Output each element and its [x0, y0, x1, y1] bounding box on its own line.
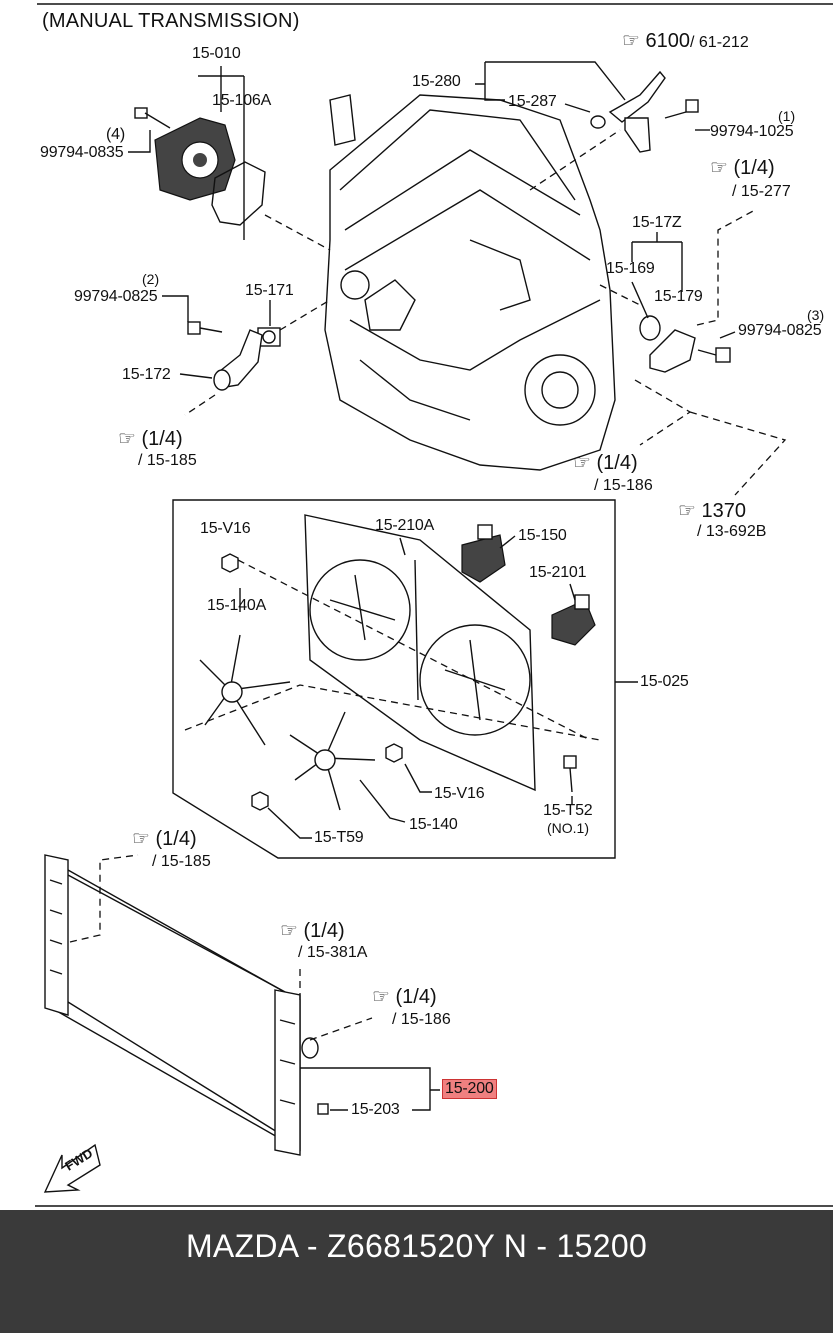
nut-15-V16-b — [385, 743, 403, 763]
label-no1: (NO.1) — [547, 820, 589, 836]
bolt-15-T52 — [563, 755, 577, 793]
fan-assembly-frame — [172, 499, 616, 859]
gasket-15-106A — [211, 161, 266, 226]
label-99794-0835: 99794-0835 — [40, 144, 124, 161]
fwd-arrow-icon — [43, 1143, 101, 1193]
ref-1370-num: 1370 — [701, 500, 747, 522]
pointing-hand-icon: ☞ — [573, 452, 591, 474]
label-qty-4: (4) — [106, 126, 125, 143]
ref-15-185-bottom-sub: / 15-185 — [152, 853, 211, 870]
ref-15-185-top-num: (1/4) — [141, 428, 183, 450]
ref-15-277[interactable]: ☞ (1/4) — [710, 155, 775, 180]
pointing-hand-icon: ☞ — [622, 30, 640, 52]
fan-blade-15-140 — [289, 711, 376, 811]
label-15-2101: 15-2101 — [529, 564, 587, 581]
ref-15-185-top-sub: / 15-185 — [138, 452, 197, 469]
engine-block — [324, 94, 616, 471]
ref-15-381A-sub: / 15-381A — [298, 944, 368, 961]
pointing-hand-icon: ☞ — [280, 920, 298, 942]
ref-15-186-top-num: (1/4) — [596, 452, 638, 474]
pointing-hand-icon: ☞ — [118, 428, 136, 450]
ref-15-186-bottom-sub: / 15-186 — [392, 1011, 451, 1028]
label-15-200-highlighted: 15-200 — [442, 1079, 497, 1099]
bolt-99794-0835 — [134, 107, 171, 129]
ref-1370[interactable]: ☞ 1370 — [678, 498, 746, 523]
ref-15-381A-num: (1/4) — [303, 920, 345, 942]
label-15-025: 15-025 — [640, 673, 689, 690]
pipe-15-280 — [590, 70, 699, 153]
nut-15-T59 — [251, 791, 269, 811]
label-15-010: 15-010 — [192, 45, 241, 62]
parts-diagram — [35, 3, 833, 1207]
label-15-140A: 15-140A — [207, 597, 267, 614]
inlet-15-172 — [187, 321, 263, 391]
label-15-210A: 15-210A — [375, 517, 435, 534]
part-number-caption: MAZDA - Z6681520Y N - 15200 — [185, 1228, 648, 1264]
fan-motor-15-2101 — [551, 594, 596, 646]
ref-15-186-top-sub: / 15-186 — [594, 477, 653, 494]
ref-15-186-bottom-num: (1/4) — [395, 986, 437, 1008]
label-15-T59: 15-T59 — [314, 829, 364, 846]
label-15-V16-top: 15-V16 — [200, 520, 251, 537]
label-99794-0825-right: 99794-0825 — [738, 322, 822, 339]
label-15-287: 15-287 — [508, 93, 557, 110]
label-15-140: 15-140 — [409, 816, 458, 833]
label-15-172: 15-172 — [122, 366, 171, 383]
label-15-171: 15-171 — [245, 282, 294, 299]
ref-1370-sub: / 13-692B — [697, 523, 767, 540]
label-15-106A: 15-106A — [212, 92, 272, 109]
water-pump — [154, 117, 236, 201]
label-15-203: 15-203 — [351, 1101, 400, 1118]
ref-15-381A[interactable]: ☞ (1/4) — [280, 918, 345, 943]
fan-motor-15-150 — [461, 524, 506, 583]
label-99794-1025: 99794-1025 — [710, 123, 794, 140]
label-qty-3: (3) — [807, 307, 825, 323]
ref-15-185-bottom[interactable]: ☞ (1/4) — [132, 826, 197, 851]
label-15-150: 15-150 — [518, 527, 567, 544]
radiator-15-200 — [44, 854, 329, 1156]
ref-15-185-bottom-num: (1/4) — [155, 828, 197, 850]
label-qty-2: (2) — [142, 271, 160, 287]
footer-bar: MAZDA - Z6681520Y N - 15200 — [0, 1210, 833, 1333]
outlet-15-179 — [639, 315, 731, 373]
ref-6100[interactable]: ☞ 6100/ 61-212 — [622, 28, 749, 53]
pointing-hand-icon: ☞ — [678, 500, 696, 522]
label-99794-0825-left: 99794-0825 — [74, 288, 158, 305]
thermostat-15-171 — [257, 327, 281, 347]
label-15-17Z: 15-17Z — [632, 214, 682, 231]
label-15-280: 15-280 — [412, 73, 461, 90]
label-qty-1: (1) — [778, 108, 796, 124]
label-15-179: 15-179 — [654, 288, 703, 305]
diagram-drawing — [35, 3, 833, 1207]
label-15-V16-bottom: 15-V16 — [434, 785, 485, 802]
ref-6100-num: 6100 — [645, 30, 691, 52]
ref-15-185-top[interactable]: ☞ (1/4) — [118, 426, 183, 451]
pointing-hand-icon: ☞ — [132, 828, 150, 850]
pointing-hand-icon: ☞ — [710, 157, 728, 179]
ref-6100-sub: / 61-212 — [690, 34, 749, 51]
label-15-T52: 15-T52 — [543, 802, 593, 819]
nut-15-V16-a — [221, 553, 239, 573]
fan-blade-15-140A — [199, 634, 291, 746]
ref-15-277-num: (1/4) — [733, 157, 775, 179]
pointing-hand-icon: ☞ — [372, 986, 390, 1008]
label-15-169: 15-169 — [606, 260, 655, 277]
diagram-title: (MANUAL TRANSMISSION) — [42, 10, 300, 32]
ref-15-186-top[interactable]: ☞ (1/4) — [573, 450, 638, 475]
ref-15-277-sub: / 15-277 — [732, 183, 791, 200]
ref-15-186-bottom[interactable]: ☞ (1/4) — [372, 984, 437, 1009]
